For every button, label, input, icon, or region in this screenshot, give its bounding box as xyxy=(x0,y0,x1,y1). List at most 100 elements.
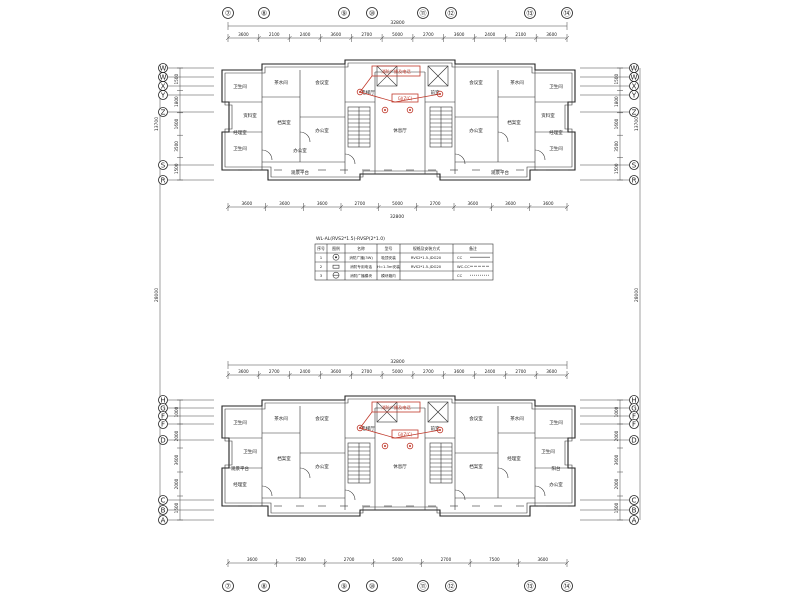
plan1-height-value: 13700 xyxy=(634,117,640,131)
right-axis-bubble: S xyxy=(629,160,639,170)
left-axis-bubble-label: B xyxy=(161,507,166,515)
room-label: 档案室 xyxy=(277,455,291,462)
plan1-right-side-dimension-value: 1600 xyxy=(614,118,619,129)
room-label: 休息厅 xyxy=(393,463,407,470)
right-axis-bubble-label: W xyxy=(631,65,638,73)
legend-cell-no: 3 xyxy=(320,273,323,278)
plan1-left-side-dimension-value: 1500 xyxy=(174,74,179,85)
right-axis-bubble-label: X xyxy=(632,83,637,91)
speaker-symbol xyxy=(381,442,389,450)
top-axis-bubble-label: ⑫ xyxy=(448,10,455,18)
room-label: 档案室 xyxy=(507,119,521,126)
top-axis-bubble-circle xyxy=(417,7,429,19)
legend-cell-spec: RVS2*1.5-JDG20 xyxy=(411,265,442,269)
left-axis-bubble-label: F xyxy=(161,413,165,421)
plan1-bottom-dimension-value: 3600 xyxy=(317,201,328,206)
speaker-symbol xyxy=(381,106,389,114)
bottom-axis-bubble-label: ⑭ xyxy=(564,583,571,591)
right-axis-bubble-circle xyxy=(629,515,639,525)
inner-wall-line xyxy=(224,62,573,178)
room-label: 茶水间 xyxy=(274,415,288,422)
right-axis-bubble: Z xyxy=(629,107,639,117)
plan1-right-side-dimension-value: 1800 xyxy=(614,96,619,107)
elevator-cross xyxy=(427,401,449,423)
legend-cell-spec: RVS2*1.5-JDG20 xyxy=(411,256,442,260)
overall-height-value: 28000 xyxy=(154,288,160,302)
right-axis-bubble-label: F xyxy=(632,413,636,421)
room-label: 会议室 xyxy=(315,415,329,422)
legend-cell-name: 消防广播(3W) xyxy=(349,255,373,260)
room-label: 会议室 xyxy=(469,79,483,86)
annotation-text: 消防广播及电话 xyxy=(381,68,410,75)
left-axis-bubble-circle xyxy=(158,160,168,170)
right-axis-bubble-label: W xyxy=(631,74,638,82)
left-axis-bubble-circle xyxy=(158,90,168,100)
plan1-left-side-dimension-value: 1800 xyxy=(174,96,179,107)
plan2-bottom-dimension-value: 2700 xyxy=(344,557,355,562)
left-axis-bubble: B xyxy=(158,505,168,515)
plan2-left-side-dimension-value: 1000 xyxy=(174,406,179,417)
legend-title: WL-AL(RVS2*1.5)-RVSP(2*1.0) xyxy=(316,236,385,242)
top-axis-bubble-circle xyxy=(561,7,573,19)
annotation-text: GJ(Z(C) xyxy=(398,432,413,437)
plan1-bottom-dimension-value: 3600 xyxy=(279,201,290,206)
top-axis-bubble: ⑧ xyxy=(258,7,270,19)
right-axis-bubble: Y xyxy=(629,90,639,100)
legend-header-cell: 序号 xyxy=(317,246,325,251)
legend-header-cell: 图例 xyxy=(332,246,340,251)
top-axis-bubble-label: ⑭ xyxy=(564,10,571,18)
annotation-text: GJ(Z(C) xyxy=(398,96,413,101)
plan2-right-side-dimension-value: 2000 xyxy=(614,478,619,489)
legend-cell-note: CC xyxy=(457,274,463,278)
elevator-shaft xyxy=(427,401,449,423)
room-label: 档案室 xyxy=(469,463,483,470)
right-axis-bubble-label: B xyxy=(632,507,637,515)
right-axis-bubble-circle xyxy=(629,505,639,515)
elevator-box xyxy=(427,65,449,87)
right-axis-bubble-circle xyxy=(629,160,639,170)
right-axis-bubble: W xyxy=(629,72,639,82)
door-swing xyxy=(261,149,273,161)
legend-cell-model: H=1.3m安装 xyxy=(377,264,400,269)
plan1-bottom-dimension-value: 3600 xyxy=(543,201,554,206)
plan2-top-dimension-value: 2700 xyxy=(269,369,280,374)
plan2-top-dimension-value: 3600 xyxy=(454,369,465,374)
plan1-right-side-dimension-value: 1500 xyxy=(614,74,619,85)
left-axis-bubble-label: Y xyxy=(160,92,166,100)
speaker-symbol xyxy=(356,88,364,96)
bottom-axis-bubble-circle xyxy=(338,580,350,592)
plan1-bottom-dimension-value: 2700 xyxy=(354,201,365,206)
plan2-right-side-dimension-value: 1000 xyxy=(614,406,619,417)
left-axis-bubble-label: S xyxy=(161,162,166,170)
left-axis-bubble: R xyxy=(158,175,168,185)
plan1-top-dimension-value: 3600 xyxy=(546,32,557,37)
right-axis-bubble-circle xyxy=(629,435,639,445)
left-axis-bubble-circle xyxy=(158,419,168,429)
speaker-dot xyxy=(439,93,441,95)
top-axis-bubble-label: ⑪ xyxy=(420,10,427,18)
left-axis-bubble-label: Z xyxy=(161,109,166,117)
plan1-top-dimension-value: 3600 xyxy=(331,32,342,37)
plan2-bottom-dimension-value: 3600 xyxy=(247,557,258,562)
room-label: 卫生间 xyxy=(233,145,247,152)
top-axis-bubble-label: ⑦ xyxy=(225,10,231,18)
door-swing xyxy=(534,485,546,497)
bottom-axis-bubble-circle xyxy=(445,580,457,592)
plan1-right-side-dimension-value: 1500 xyxy=(614,163,619,174)
top-axis-bubble-label: ⑨ xyxy=(341,10,347,18)
plan2-left-side-dimension-value: 3600 xyxy=(174,454,179,465)
speaker-dot xyxy=(359,91,361,93)
door-swing xyxy=(497,131,509,143)
left-axis-bubble-label: R xyxy=(161,177,166,185)
top-axis-bubble-circle xyxy=(258,7,270,19)
left-axis-bubble-label: X xyxy=(161,83,166,91)
right-axis-bubble-label: Z xyxy=(632,109,637,117)
speaker-symbol xyxy=(436,90,444,98)
left-axis-bubble: W xyxy=(158,72,168,82)
